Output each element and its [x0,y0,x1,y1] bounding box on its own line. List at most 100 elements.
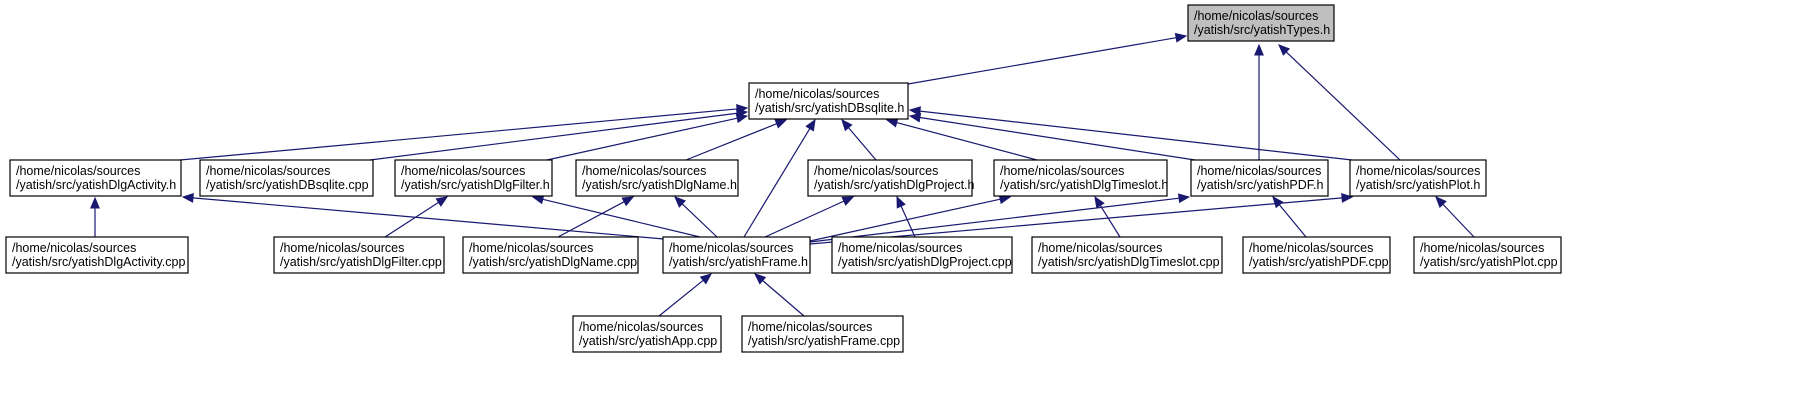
node-label-line: /home/nicolas/sources [1249,241,1373,255]
arrow-head [735,113,749,124]
edge-frame_h-to-plot_h [809,192,1354,245]
node-label-line: /yatish/src/yatishDlgFilter.cpp [280,255,442,269]
arrow-head [754,273,767,285]
node-dlgfilter_cpp[interactable]: /home/nicolas/sources/yatish/src/yatishD… [273,236,445,274]
edge-plot_cpp-to-plot_h [1435,196,1475,238]
edge-line [900,205,916,238]
arrow-head [181,192,194,203]
edge-dlgname_cpp-to-dlgname_h [557,196,635,238]
arrow-head [1177,193,1191,204]
edge-line [1285,51,1401,161]
arrow-head [1272,196,1284,209]
edge-frame_h-to-dbsqlite_h [743,118,816,238]
node-plot_h[interactable]: /home/nicolas/sources/yatish/src/yatishP… [1349,159,1487,197]
arrow-head [90,196,100,209]
node-box [9,159,182,197]
edge-line [192,197,665,240]
node-dlgproject_h[interactable]: /home/nicolas/sources/yatish/src/yatishD… [807,159,975,197]
node-box [5,236,189,274]
node-dlgtimeslot_h[interactable]: /home/nicolas/sources/yatish/src/yatishD… [993,159,1168,197]
edge-dlgactivity_h-to-dbsqlite_h [179,104,749,161]
node-dlgname_cpp[interactable]: /home/nicolas/sources/yatish/src/yatishD… [462,236,639,274]
node-box [993,159,1168,197]
edge-dbsqlite_h-to-types [907,32,1188,85]
arrow-head [699,273,713,285]
node-label-line: /home/nicolas/sources [748,320,872,334]
node-label-line: /yatish/src/yatishDlgFilter.h [401,178,550,192]
edge-dlgname_h-to-dbsqlite_h [685,119,788,161]
arrow-head [841,119,853,132]
edge-dlgproject_h-to-dbsqlite_h [841,119,877,161]
arrow-head [621,196,635,207]
arrow-head [1435,196,1447,209]
node-label-line: /yatish/src/yatishPlot.cpp [1420,255,1558,269]
edge-frame_h-to-dlgname_h [674,196,718,238]
edge-line [1442,203,1475,238]
node-frame_h[interactable]: /home/nicolas/sources/yatish/src/yatishF… [662,236,811,274]
node-box [662,236,811,274]
edge-line [384,201,439,238]
node-dlgactivity_h[interactable]: /home/nicolas/sources/yatish/src/yatishD… [9,159,182,197]
node-label-line: /yatish/src/yatishFrame.h [669,255,808,269]
node-box [741,315,904,353]
edge-line [743,128,811,238]
node-box [1349,159,1487,197]
node-types[interactable]: /home/nicolas/sources/yatish/src/yatishT… [1187,4,1335,42]
edge-plot_h-to-types [1278,44,1401,161]
node-dlgfilter_h[interactable]: /home/nicolas/sources/yatish/src/yatishD… [394,159,553,197]
node-label-line: /yatish/src/yatishDlgProject.cpp [838,255,1012,269]
edge-line [546,117,738,161]
node-box [462,236,639,274]
node-frame_cpp[interactable]: /home/nicolas/sources/yatish/src/yatishF… [741,315,904,353]
edge-line [681,203,718,238]
node-label-line: /yatish/src/yatishTypes.h [1194,23,1330,37]
edge-line [658,279,704,317]
node-dlgactivity_cpp[interactable]: /home/nicolas/sources/yatish/src/yatishD… [5,236,189,274]
edge-line [809,197,1343,245]
edge-plot_h-to-dbsqlite_h [908,106,1353,161]
node-label-line: /home/nicolas/sources [838,241,962,255]
edge-dlgfilter_cpp-to-dlgfilter_h [384,196,449,238]
edge-app_cpp-to-frame_h [658,273,713,317]
node-label-line: /home/nicolas/sources [16,164,140,178]
node-label-line: /yatish/src/yatishPDF.h [1197,178,1323,192]
node-pdf_h[interactable]: /home/nicolas/sources/yatish/src/yatishP… [1190,159,1329,197]
edge-dlgactivity_cpp-to-dlgactivity_h [90,196,100,237]
arrow-head [841,196,855,206]
node-box [394,159,553,197]
node-label-line: /home/nicolas/sources [1194,9,1318,23]
edge-dbsqlite_cpp-to-dbsqlite_h [369,108,749,161]
node-pdf_cpp[interactable]: /home/nicolas/sources/yatish/src/yatishP… [1242,236,1391,274]
edge-line [907,37,1177,85]
arrow-head [1094,195,1105,209]
edge-line [848,127,877,161]
node-label-line: /yatish/src/yatishPlot.h [1356,178,1480,192]
node-label-line: /home/nicolas/sources [669,241,793,255]
node-label-line: /yatish/src/yatishDlgActivity.cpp [12,255,185,269]
node-dlgproject_cpp[interactable]: /home/nicolas/sources/yatish/src/yatishD… [831,236,1013,274]
node-app_cpp[interactable]: /home/nicolas/sources/yatish/src/yatishA… [572,315,722,353]
node-box [748,82,909,120]
node-dlgname_h[interactable]: /home/nicolas/sources/yatish/src/yatishD… [575,159,739,197]
edge-dlgtimeslot_h-to-dbsqlite_h [885,117,1038,161]
arrow-head [774,119,788,129]
node-label-line: /home/nicolas/sources [280,241,404,255]
edge-frame_h-to-dlgtimeslot_h [809,194,1012,242]
edge-line [762,280,805,317]
node-label-line: /home/nicolas/sources [1356,164,1480,178]
edge-frame_h-to-dlgproject_h [764,196,855,238]
node-dbsqlite_cpp[interactable]: /home/nicolas/sources/yatish/src/yatishD… [199,159,374,197]
node-plot_cpp[interactable]: /home/nicolas/sources/yatish/src/yatishP… [1413,236,1562,274]
node-dlgtimeslot_cpp[interactable]: /home/nicolas/sources/yatish/src/yatishD… [1031,236,1223,274]
node-label-line: /yatish/src/yatishDlgName.h [582,178,737,192]
node-label-line: /home/nicolas/sources [401,164,525,178]
edge-line [557,201,625,238]
node-label-line: /home/nicolas/sources [814,164,938,178]
arrow-head [885,117,899,128]
arrow-head [896,195,906,209]
node-dbsqlite_h[interactable]: /home/nicolas/sources/yatish/src/yatishD… [748,82,909,120]
node-box [1413,236,1562,274]
edge-line [809,197,1180,243]
node-label-line: /yatish/src/yatishDlgProject.h [814,178,975,192]
